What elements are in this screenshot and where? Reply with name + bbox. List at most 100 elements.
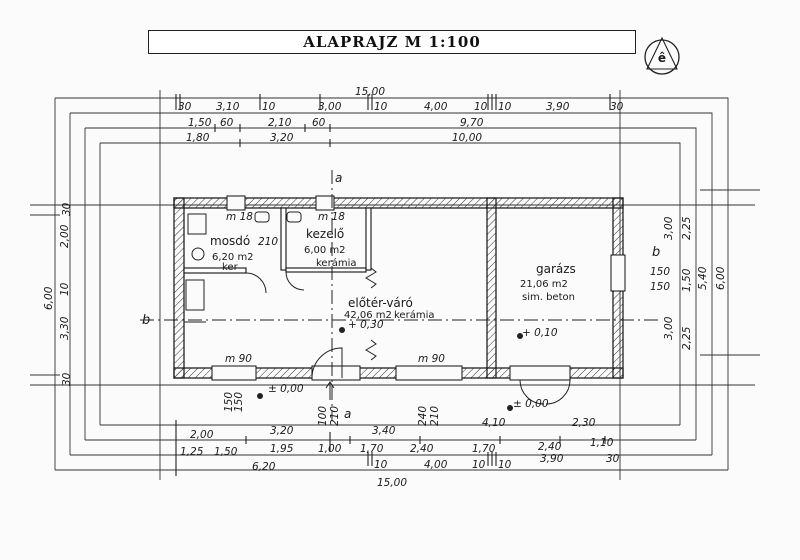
top-dim-row3-1: 1,80	[186, 132, 210, 144]
opening-label-3: 210	[329, 406, 341, 426]
room-floor-kezelo: kerámia	[316, 257, 356, 269]
dimension-frames	[30, 90, 760, 480]
door-label-m18-left: m 18	[226, 211, 253, 223]
plan-annotations: 210 m 90 m 90 m 18 m 18 ± 0,00 + 0,10 + …	[142, 171, 660, 421]
section-b-left: b	[142, 313, 150, 328]
right-dim-b1: 2,25	[681, 216, 693, 240]
room-floor-eloter: kerámia	[394, 309, 434, 321]
opening-label-2: 100	[317, 406, 329, 426]
door-swings	[245, 267, 571, 405]
section-b-right: b	[652, 245, 660, 260]
top-dim-1: 3,10	[216, 101, 240, 113]
bottom-dim-row3-4: 10	[472, 459, 486, 471]
top-dim-9: 30	[610, 101, 624, 113]
sanitary-fixtures	[184, 211, 302, 323]
bottom-dim-row2-2: 1,50	[214, 446, 238, 458]
opening-label-6: 150	[233, 392, 245, 412]
bottom-dim-row2-7: 1,70	[472, 443, 496, 455]
opening-label-5: 210	[429, 406, 441, 426]
bottom-opening-labels: 150 100 210 240 210 150	[223, 392, 441, 426]
top-dim-row2-5: 9,70	[460, 117, 484, 129]
top-dim-row2-4: 60	[312, 117, 326, 129]
room-name-garazs: garázs	[536, 262, 576, 276]
top-dim-6: 10	[474, 101, 488, 113]
bottom-dim-row2-6: 2,40	[410, 443, 434, 455]
bottom-total-dimension: 15,00	[377, 477, 407, 489]
top-dim-4: 10	[374, 101, 388, 113]
top-dim-row2-2: 60	[220, 117, 234, 129]
left-dim-2: 10	[59, 282, 71, 296]
top-dim-3: 3,00	[318, 101, 342, 113]
bottom-dim-row3-6: 3,90	[540, 453, 564, 465]
section-a-top: a	[335, 171, 342, 185]
top-dim-7: 10	[498, 101, 512, 113]
top-total-dimension: 15,00	[355, 86, 385, 98]
top-dim-row3-2: 3,20	[270, 132, 294, 144]
right-opening-1: 150	[650, 266, 670, 278]
level-marker-garage-door	[507, 405, 513, 411]
bottom-dim-row2-1: 1,25	[180, 446, 204, 458]
level-markers	[257, 327, 523, 411]
room-name-kezelo: kezelő	[306, 227, 344, 241]
top-dim-8: 3,90	[546, 101, 570, 113]
opening-label-4: 240	[417, 406, 429, 426]
right-dim-b2: 1,50	[681, 268, 693, 292]
right-dim-c: 5,40	[697, 266, 709, 290]
room-floor-mosdo: ker	[222, 262, 239, 273]
entry-arrow-icon	[325, 381, 335, 400]
north-arrow-icon: ê	[644, 36, 680, 75]
bottom-dim-row2-4: 1,00	[318, 443, 342, 455]
bottom-dim-row3-2: 10	[374, 459, 388, 471]
bottom-dim-row3-7: 30	[606, 453, 620, 465]
left-dim-3: 3,30	[59, 316, 71, 340]
bottom-dimensions: 2,00 3,20 3,40 4,10 2,30 1,25 1,50 1,95 …	[180, 417, 620, 489]
bottom-dim-4: 4,10	[482, 417, 506, 429]
room-labels: mosdó 6,20 m2 ker kezelő 6,00 m2 kerámia…	[210, 227, 576, 321]
level-label-garage: + 0,10	[522, 327, 558, 339]
right-dimensions: 3,00 3,00 2,25 1,50 2,25 5,40 6,00 150 1…	[650, 216, 727, 350]
bottom-dim-row3-5: 10	[498, 459, 512, 471]
right-opening-2: 150	[650, 281, 670, 293]
bottom-dim-1: 2,00	[190, 429, 214, 441]
level-label-entry: ± 0,00	[268, 383, 304, 395]
opening-label-1: 150	[223, 392, 235, 412]
section-lines	[140, 170, 660, 420]
top-dim-tick-label: 30	[178, 101, 192, 113]
bottom-dim-row2-3: 1,95	[270, 443, 294, 455]
dimension-ticks	[175, 94, 611, 476]
room-area-garazs: 21,06 m2	[520, 279, 568, 290]
top-dim-5: 4,00	[424, 101, 448, 113]
drawing-title: ALAPRAJZ M 1:100	[303, 33, 481, 51]
top-dim-row2-3: 2,10	[268, 117, 292, 129]
right-dim-a2: 3,00	[663, 316, 675, 340]
section-a-bottom: a	[344, 407, 351, 421]
room-floor-garazs: sim. beton	[522, 292, 575, 303]
right-dim-a1: 3,00	[663, 216, 675, 240]
room-area-kezelo: 6,00 m2	[304, 245, 346, 256]
bottom-dim-row3-3: 4,00	[424, 459, 448, 471]
interior-walls	[183, 207, 372, 274]
left-tick-top: 30	[61, 202, 73, 216]
left-tick-bottom: 30	[61, 372, 73, 386]
left-dim-total: 6,00	[43, 286, 55, 310]
room-name-mosdo: mosdó	[210, 234, 250, 248]
room-area-eloter: 42,06 m2	[344, 310, 392, 321]
door-label-m18-right: m 18	[318, 211, 345, 223]
north-arrow-letter: ê	[658, 51, 666, 65]
door-label-m90-right: m 90	[418, 353, 445, 365]
bottom-dim-row2-8: 2,40	[538, 441, 562, 453]
bottom-dim-2: 3,20	[270, 425, 294, 437]
room-name-eloter: előtér-váró	[348, 296, 413, 310]
door-height-label: 210	[258, 236, 278, 248]
right-dim-d: 6,00	[715, 266, 727, 290]
level-label-garage-door: ± 0,00	[513, 398, 549, 410]
level-marker-hall	[339, 327, 345, 333]
bottom-dim-row2-5: 1,70	[360, 443, 384, 455]
drawing-title-box: ALAPRAJZ M 1:100	[148, 30, 636, 54]
bottom-dim-3: 3,40	[372, 425, 396, 437]
wall-openings	[211, 195, 626, 381]
top-dimensions: 15,00 3,10 10 3,00 10 4,00 10 10 3,90 30…	[178, 86, 624, 144]
top-dim-2: 10	[262, 101, 276, 113]
